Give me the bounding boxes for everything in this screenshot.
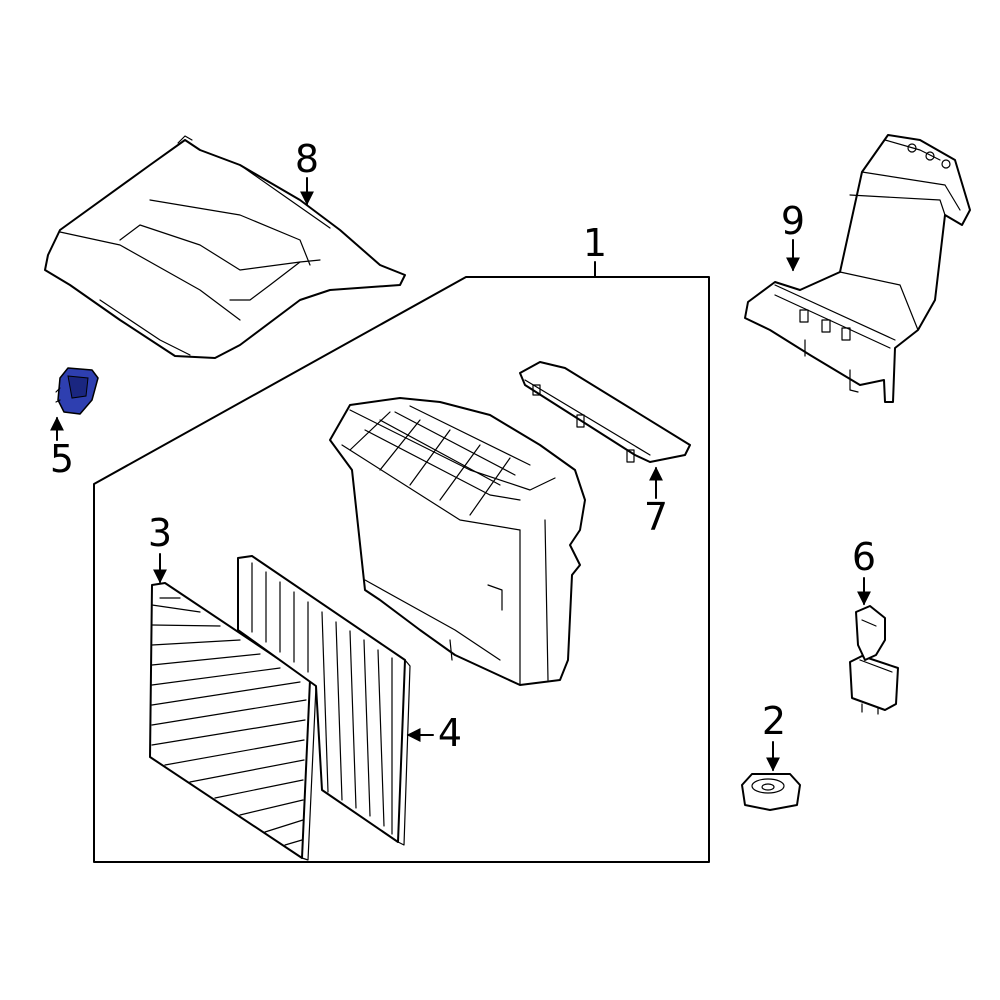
part-9-duct[interactable] <box>744 134 971 403</box>
callout-3: 3 <box>148 511 172 584</box>
callout-1: 1 <box>583 221 607 278</box>
callout-4: 4 <box>406 711 462 755</box>
part-4-filter[interactable] <box>237 555 411 846</box>
callout-8: 8 <box>295 137 319 206</box>
part-2-grommet[interactable] <box>741 773 801 811</box>
callout-8-label: 8 <box>295 137 319 181</box>
part-1-housing[interactable] <box>329 397 586 686</box>
callout-4-label: 4 <box>438 711 462 755</box>
part-7-bracket[interactable] <box>519 361 691 463</box>
callout-7: 7 <box>644 466 668 539</box>
callout-7-label: 7 <box>644 495 668 539</box>
callout-6-label: 6 <box>852 535 876 579</box>
callout-5-label: 5 <box>50 437 74 481</box>
callout-3-label: 3 <box>148 511 172 555</box>
callout-9: 9 <box>781 199 805 272</box>
callout-2: 2 <box>762 699 786 772</box>
callout-5: 5 <box>50 416 74 481</box>
callout-2-label: 2 <box>762 699 786 743</box>
callout-9-label: 9 <box>781 199 805 243</box>
part-5-highlighted[interactable] <box>55 367 99 415</box>
callout-1-label: 1 <box>583 221 607 265</box>
assembly-box <box>93 276 710 863</box>
part-8-cover[interactable] <box>44 135 406 359</box>
part-6-actuator[interactable] <box>849 605 899 715</box>
callout-6: 6 <box>852 535 876 606</box>
